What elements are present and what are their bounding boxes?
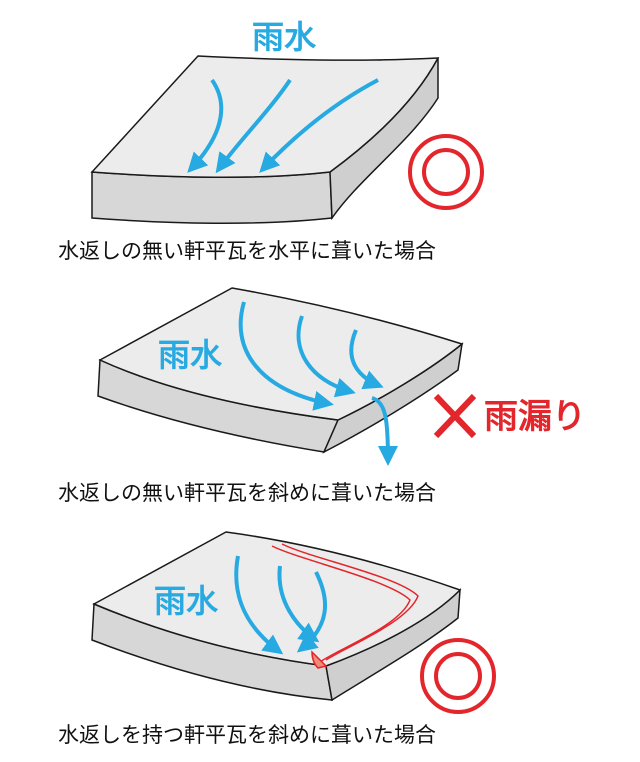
rain-arrow <box>234 555 284 655</box>
leak-label: 雨漏り <box>484 397 586 437</box>
rain-arrow <box>187 78 224 173</box>
rain-label: 雨水 <box>252 18 317 56</box>
leak-arrow <box>371 396 398 466</box>
cross-ng-icon <box>433 393 477 439</box>
panel-caption: 水返しの無い軒平瓦を水平に葺いた場合 <box>58 239 436 263</box>
rain-arrow <box>349 329 384 390</box>
panel-2: 雨水 雨漏り 水返しの無い軒平瓦を斜めに葺いた場合 <box>58 287 586 505</box>
tile-top-face <box>90 55 440 179</box>
double-circle-ok-icon <box>420 638 496 714</box>
double-circle-ok-icon <box>408 134 484 210</box>
rain-arrow <box>296 315 356 398</box>
rain-arrow <box>238 301 334 411</box>
panel-1: 雨水 水返しの無い軒平瓦を水平に葺いた場合 <box>58 18 484 263</box>
rain-arrow <box>296 571 328 653</box>
rain-label: 雨水 <box>154 582 219 620</box>
rain-label: 雨水 <box>158 336 223 374</box>
water-return-ridge <box>271 543 419 669</box>
rain-arrow <box>215 78 292 174</box>
panel-caption: 水返しの無い軒平瓦を斜めに葺いた場合 <box>58 481 436 505</box>
rain-arrow <box>259 78 379 173</box>
panel-caption: 水返しを持つ軒平瓦を斜めに葺いた場合 <box>58 723 436 747</box>
tile-top-face <box>92 531 462 667</box>
tile-side-face <box>91 171 333 225</box>
panel-3: 雨水 水返しを持つ軒平瓦を斜めに葺いた場合 <box>58 531 496 747</box>
